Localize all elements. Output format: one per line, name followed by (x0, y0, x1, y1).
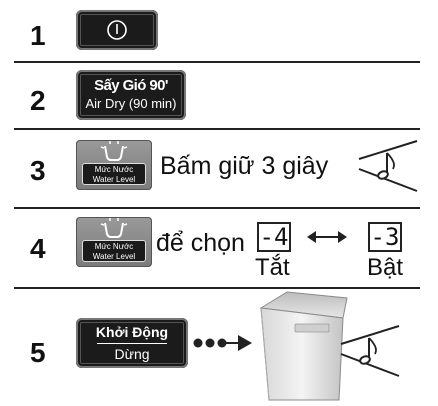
water-level-sublabel-2: Water Level (92, 252, 136, 261)
air-dry-label: Sấy Gió 90' (94, 77, 168, 94)
air-dry-sublabel: Air Dry (90 min) (85, 96, 177, 111)
divider-2 (14, 128, 420, 130)
select-instruction: để chọn (156, 229, 245, 257)
stop-label: Dừng (114, 346, 150, 362)
progress-arrow-icon (193, 335, 252, 351)
step-5-number: 5 (30, 337, 46, 368)
display-on-segment: -3 (368, 222, 402, 252)
power-button[interactable] (76, 10, 158, 50)
double-arrow-icon (307, 231, 347, 243)
washing-machine-icon (259, 291, 348, 401)
water-level-label-2: Mức Nước (94, 242, 134, 251)
music-note-icon (358, 140, 418, 192)
step-3-number: 3 (30, 155, 46, 186)
power-icon (107, 20, 127, 40)
hold-instruction: Bấm giữ 3 giây (160, 152, 329, 180)
divider-1 (14, 61, 420, 63)
water-level-label: Mức Nước (94, 165, 134, 174)
step-2-number: 2 (30, 85, 46, 116)
on-label: Bật (367, 254, 404, 281)
display-off-segment: -4 (257, 222, 291, 252)
step-1-number: 1 (30, 20, 46, 51)
air-dry-button[interactable]: Sấy Gió 90' Air Dry (90 min) (76, 70, 186, 120)
water-level-label-box-2: Mức Nước Water Level (82, 240, 146, 262)
water-level-label-box: Mức Nước Water Level (82, 163, 146, 185)
start-divider (97, 343, 167, 344)
water-level-button[interactable]: Mức Nước Water Level (76, 140, 152, 190)
step-4-number: 4 (30, 233, 46, 264)
water-level-icon (100, 141, 128, 161)
off-label: Tắt (255, 254, 290, 281)
water-level-icon (100, 218, 128, 238)
start-label: Khởi Động (95, 324, 169, 340)
divider-3 (14, 207, 420, 209)
divider-4 (14, 287, 420, 289)
start-stop-button[interactable]: Khởi Động Dừng (76, 318, 188, 368)
music-note-icon (340, 325, 400, 377)
water-level-sublabel: Water Level (92, 175, 136, 184)
water-level-button-2[interactable]: Mức Nước Water Level (76, 217, 152, 267)
